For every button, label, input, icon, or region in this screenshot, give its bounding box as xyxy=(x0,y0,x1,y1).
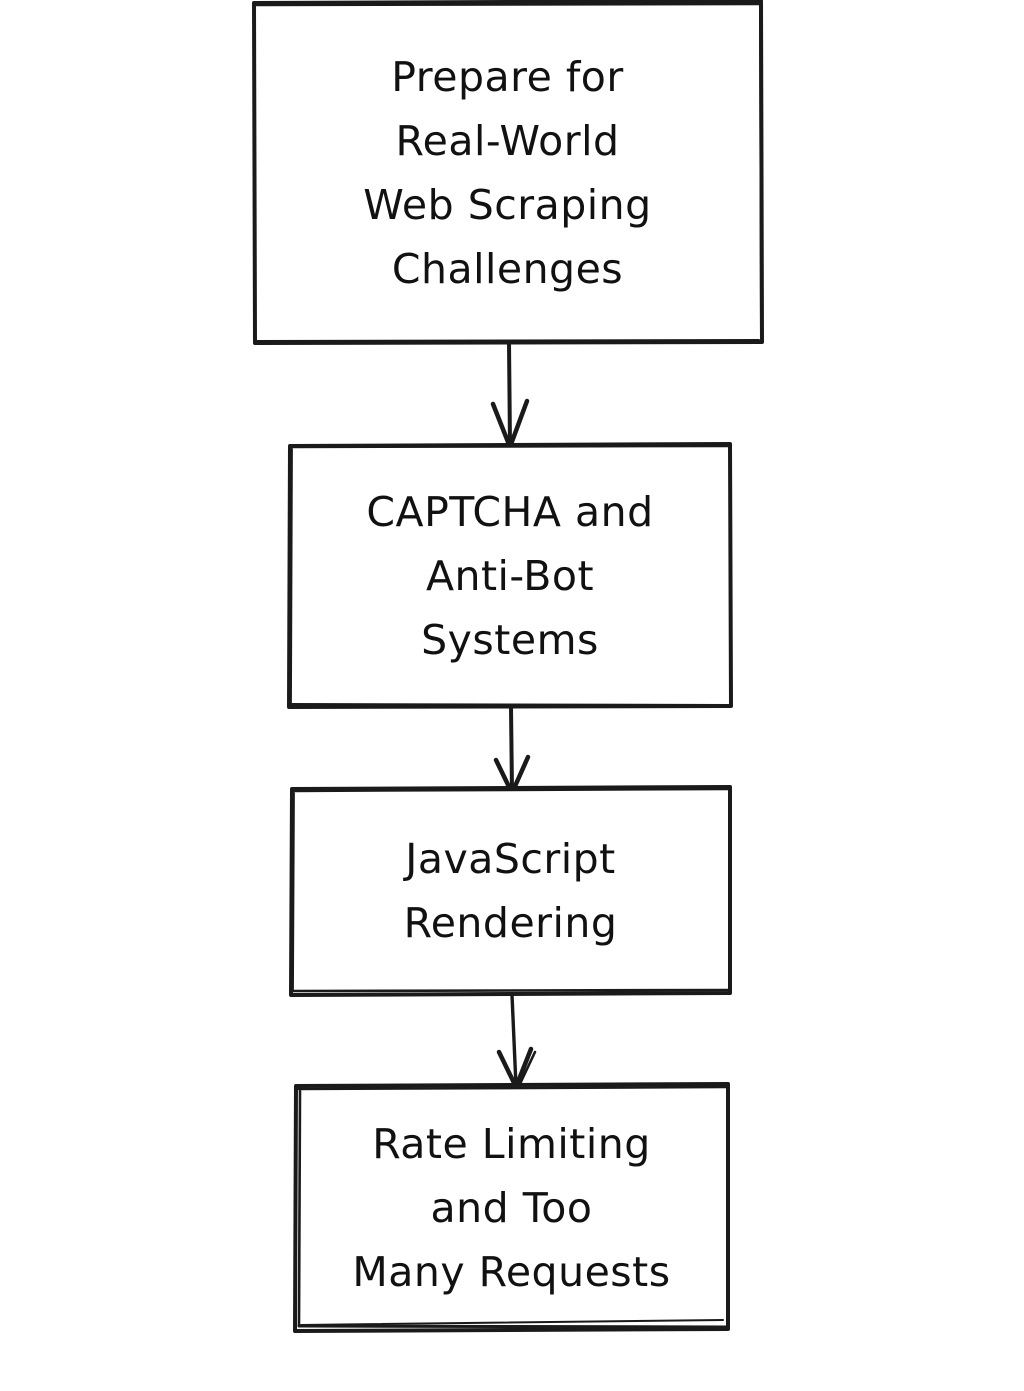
node-box-captcha-and-anti-bot-systems[interactable] xyxy=(287,442,733,709)
edge-arrow-n1-to-n2 xyxy=(490,341,530,450)
node-box-javascript-rendering[interactable] xyxy=(289,785,732,997)
node-box-rate-limiting-and-too-many-requests[interactable] xyxy=(293,1082,730,1333)
edge-arrow-n3-to-n4 xyxy=(496,993,537,1090)
edge-arrow-n2-to-n3 xyxy=(493,705,531,796)
node-box-prepare-for-real-world-web-scraping-challenges[interactable] xyxy=(252,0,764,345)
